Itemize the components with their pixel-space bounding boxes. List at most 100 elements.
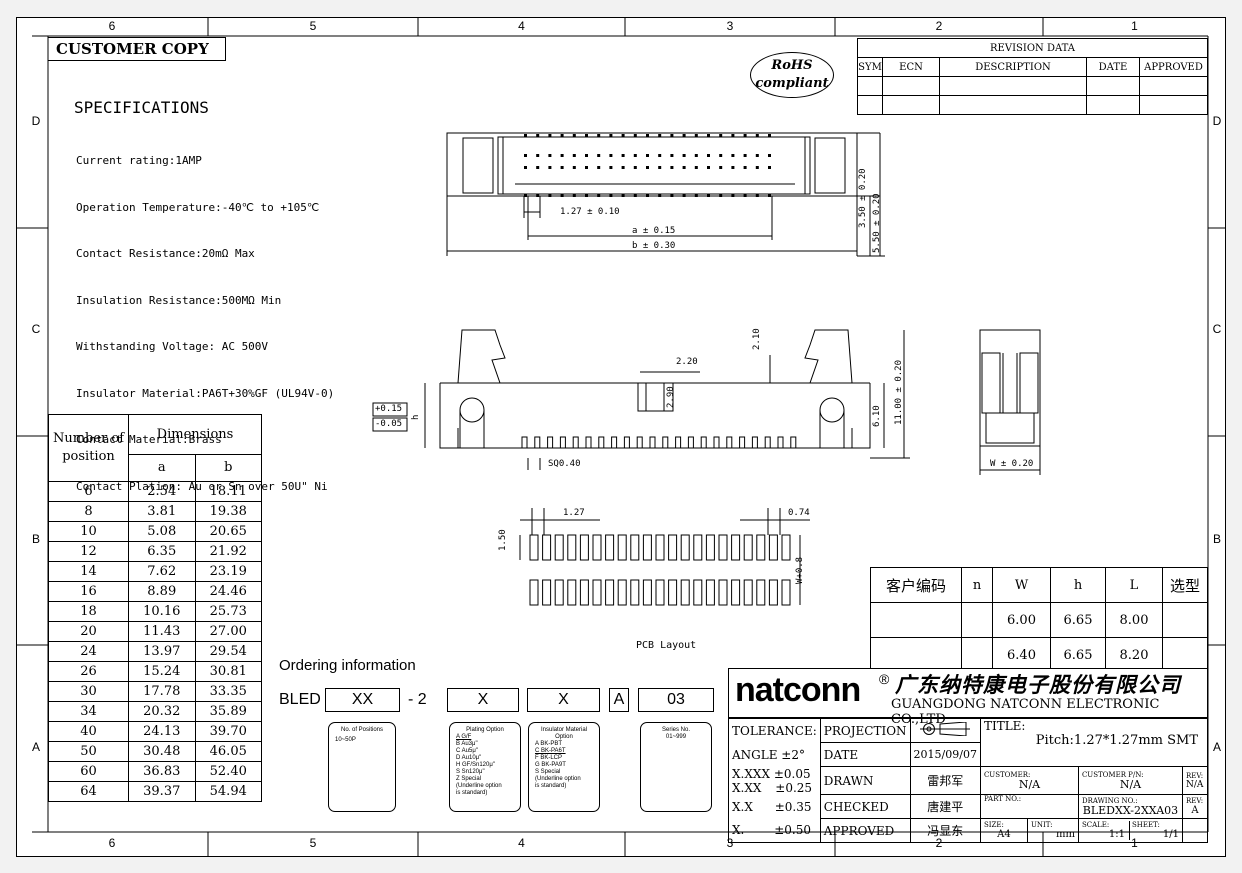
front-pin bbox=[777, 436, 784, 449]
dimension-cell: 33.35 bbox=[194, 681, 262, 702]
tolerance-row-3: X.X ±0.35 bbox=[728, 794, 821, 819]
tol-val: ±0.35 bbox=[774, 799, 812, 814]
opt-cell: 8.00 bbox=[1105, 602, 1163, 638]
front-pin bbox=[521, 436, 528, 449]
dimension-cell: 24.13 bbox=[128, 721, 196, 742]
title-cell: TITLE: Pitch:1.27*1.27mm SMT bbox=[979, 718, 1209, 767]
opt-cell bbox=[870, 602, 962, 638]
dimension-cell: 21.92 bbox=[194, 541, 262, 562]
tol-key: X.X bbox=[732, 799, 753, 814]
top-pin-row2 bbox=[719, 166, 723, 169]
pcb-pad-upper bbox=[718, 534, 728, 561]
dimension-cell: 35.89 bbox=[194, 701, 262, 722]
zone-col-3-bottom: 3 bbox=[726, 836, 734, 850]
top-pin-row2 bbox=[609, 166, 613, 169]
part-no-cell: PART NO.: bbox=[979, 794, 1079, 819]
ordering-insulator-box: X bbox=[527, 688, 600, 712]
top-pin-outer bbox=[682, 194, 686, 197]
front-pin bbox=[764, 436, 771, 449]
ordering-desc-line: S Sn120μ" bbox=[456, 769, 485, 775]
top-pin-row1 bbox=[682, 154, 686, 157]
pcb-pad-upper bbox=[579, 534, 589, 561]
company-name-cn: 广东纳特康电子股份有限公司 bbox=[895, 672, 1181, 697]
ordering-series-desc: Series No. 01~999 bbox=[640, 722, 712, 812]
top-pin-outer bbox=[707, 134, 710, 137]
pcb-pad-upper bbox=[668, 534, 678, 561]
top-pin-row1 bbox=[585, 154, 588, 157]
zone-row-a-right: A bbox=[1212, 740, 1221, 754]
dimension-cell: 34 bbox=[48, 701, 129, 722]
drawing-no-cell: DRAWING NO.: BLEDXX-2XXA03 bbox=[1077, 794, 1184, 819]
dimension-cell: 30.48 bbox=[128, 741, 196, 762]
pcb-pad-upper bbox=[592, 534, 602, 561]
spec-line: Insulation Resistance:500MΩ Min bbox=[76, 293, 282, 307]
top-pin-outer bbox=[560, 194, 564, 197]
dimension-cell: 39.37 bbox=[128, 781, 196, 802]
dim-top-b: b ± 0.30 bbox=[632, 241, 676, 251]
ordering-plating-box: X bbox=[447, 688, 519, 712]
pcb-pad-lower bbox=[642, 579, 652, 606]
blank-cell bbox=[1182, 818, 1208, 843]
zone-col-3: 3 bbox=[726, 19, 734, 33]
ordering-desc-line: D Au10μ" bbox=[456, 755, 482, 761]
top-pin-outer bbox=[548, 134, 552, 137]
pcb-pad-upper bbox=[705, 534, 715, 561]
top-pin-outer bbox=[768, 134, 771, 137]
dimension-cell: 29.54 bbox=[194, 641, 262, 662]
dimension-cell: 10 bbox=[48, 521, 129, 542]
top-pin-outer bbox=[548, 194, 552, 197]
top-pin-outer bbox=[731, 194, 735, 197]
top-pin-row1 bbox=[597, 154, 601, 157]
opt-cell: 6.40 bbox=[992, 637, 1051, 673]
customer-copy-label: CUSTOMER COPY bbox=[48, 37, 226, 61]
top-pin-outer bbox=[719, 134, 723, 137]
tol-key: X. bbox=[732, 823, 745, 838]
dimension-cell: 20.65 bbox=[194, 521, 262, 542]
opt-cell: 6.00 bbox=[992, 602, 1051, 638]
angle-tolerance: ANGLE ±2° bbox=[728, 742, 821, 767]
scale-sheet-cell: SCALE:1:1 SHEET:1/1 bbox=[1077, 818, 1184, 843]
ordering-desc-line: A BK-PBT bbox=[535, 741, 563, 747]
front-pin bbox=[572, 436, 579, 449]
top-pin-outer bbox=[731, 134, 735, 137]
opt-cell: 6.65 bbox=[1050, 637, 1106, 673]
dim-pcb-150: 1.50 bbox=[498, 529, 508, 551]
zone-col-4: 4 bbox=[518, 19, 525, 33]
customer-value: N/A bbox=[1018, 777, 1041, 791]
opt-cell bbox=[961, 637, 993, 673]
dim-front-tol2: -0.05 bbox=[375, 419, 403, 429]
dimension-cell: 8.89 bbox=[128, 581, 196, 602]
top-pin-outer bbox=[621, 134, 625, 137]
opt-cell: 8.20 bbox=[1105, 637, 1163, 673]
zone-row-b-right: B bbox=[1212, 532, 1221, 546]
spec-line: Current rating:1AMP bbox=[76, 154, 202, 167]
top-pin-row1 bbox=[548, 154, 552, 157]
ordering-desc-line: S Special bbox=[535, 769, 561, 775]
pcb-pad-lower bbox=[718, 579, 728, 606]
pcb-pad-lower bbox=[592, 579, 602, 606]
tol-key: X.XX bbox=[732, 780, 762, 795]
dim-front-210: 2.10 bbox=[752, 328, 762, 350]
pcb-pad-lower bbox=[693, 579, 703, 606]
pcb-pad-upper bbox=[655, 534, 665, 561]
opt-header-select: 选型 bbox=[1162, 567, 1208, 603]
zone-row-d: D bbox=[31, 114, 41, 128]
dim-header-dimensions: Dimensions bbox=[128, 414, 262, 455]
pcb-pad-lower bbox=[542, 579, 552, 606]
front-pin bbox=[598, 436, 605, 449]
dim-top-a: a ± 0.15 bbox=[632, 226, 676, 236]
ordering-desc-line: 10~50P bbox=[335, 737, 356, 743]
top-pin-row2 bbox=[743, 166, 747, 169]
dimension-cell: 39.70 bbox=[194, 721, 262, 742]
top-pin-row2 bbox=[755, 166, 759, 169]
size-value: A4 bbox=[997, 829, 1011, 840]
top-pin-outer bbox=[658, 194, 662, 197]
scale-label: SCALE: bbox=[1081, 821, 1110, 829]
